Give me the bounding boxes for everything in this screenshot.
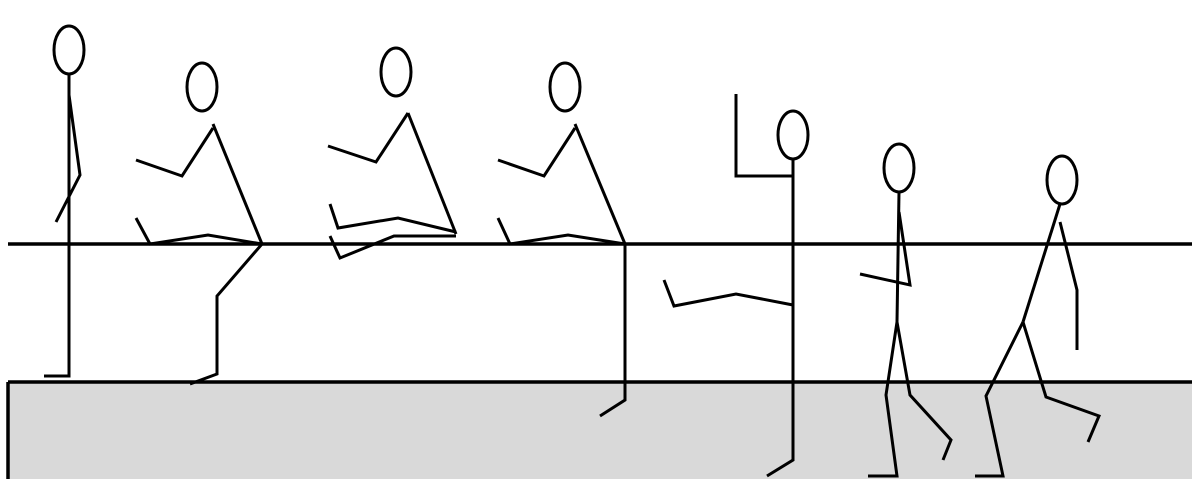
figure-arm [860,212,910,285]
figure-torso [1023,204,1060,322]
figure-arm [136,128,213,176]
figure-thigh [136,218,262,244]
figure-extended-leg [664,280,793,306]
figure-body [44,74,69,376]
figure-head [778,111,808,159]
figure-thigh [498,218,625,244]
figure-sitting-1 [136,63,262,384]
figure-leg-lower [330,236,456,258]
platform [8,382,1192,479]
figure-head [187,63,217,111]
figure-arm [328,113,408,162]
figure-head [550,63,580,111]
figure-sitting-3 [498,63,625,416]
figure-torso [213,124,262,244]
figure-head [884,144,914,192]
figure-torso [408,113,456,234]
figure-head [381,48,411,96]
figure-standing [44,26,84,376]
figure-head [1047,156,1077,204]
figure-leg [190,244,262,384]
figure-sitting-2 [328,48,456,258]
figure-leg-upper [330,204,456,232]
figure-arm [1060,222,1077,350]
figure-head [54,26,84,74]
figure-arm [498,128,575,176]
figure-torso [575,124,625,244]
figure-torso [897,192,899,322]
